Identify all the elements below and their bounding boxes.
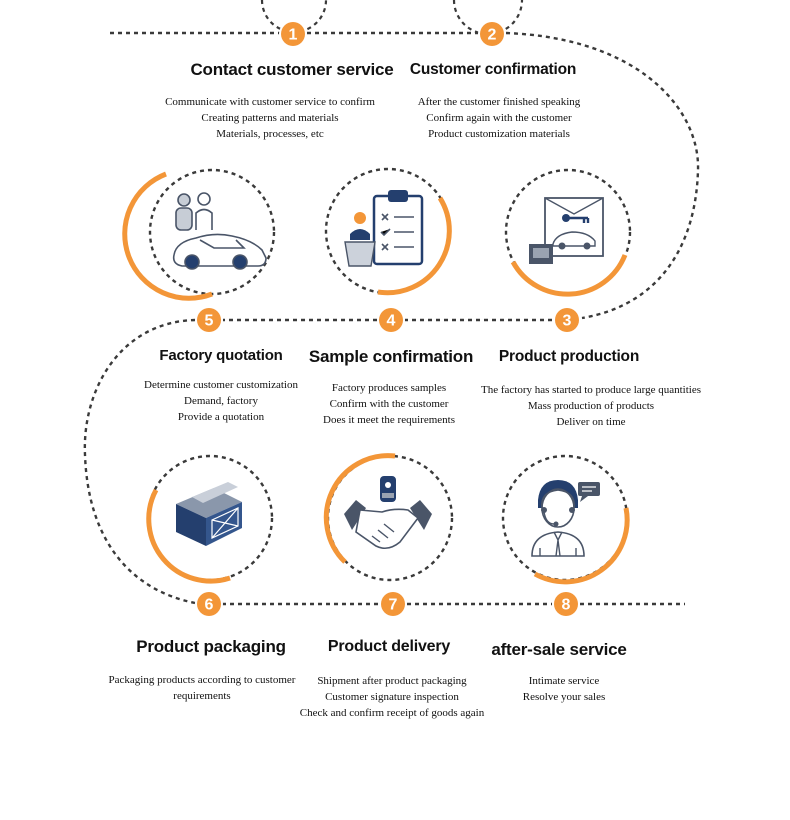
description-line: Shipment after product packaging bbox=[317, 675, 467, 687]
step-description-3: The factory has started to produce large… bbox=[481, 382, 701, 430]
step-badges: 1 2 3 4 5 6 7 8 bbox=[195, 20, 581, 618]
description-line: The factory has started to produce large… bbox=[480, 384, 702, 396]
icon-circle-handshake bbox=[323, 453, 454, 582]
icon-circle-service bbox=[501, 454, 630, 585]
description-line: Packaging products according to customer… bbox=[108, 674, 296, 702]
step-description-6: Packaging products according to customer… bbox=[102, 672, 302, 704]
step-number: 1 bbox=[289, 27, 298, 44]
description-line: Determine customer customization bbox=[144, 379, 298, 391]
step-badge-2: 2 bbox=[478, 20, 506, 48]
description-line: Confirm again with the customer bbox=[426, 112, 572, 124]
description-line: Intimate service bbox=[528, 675, 600, 687]
step-title-1: Contact customer service bbox=[190, 60, 394, 79]
description-line: Product customization materials bbox=[428, 128, 570, 140]
step-title-5: Factory quotation bbox=[159, 347, 283, 364]
description-line: Demand, factory bbox=[184, 395, 258, 407]
step-badge-8: 8 bbox=[552, 590, 580, 618]
description-line: Check and confirm receipt of goods again bbox=[299, 707, 485, 719]
description-line: Resolve your sales bbox=[522, 691, 606, 703]
description-line: Deliver on time bbox=[556, 416, 626, 428]
step-badge-6: 6 bbox=[195, 590, 223, 618]
step-title-8: after-sale service bbox=[491, 640, 627, 659]
description-line: Confirm with the customer bbox=[329, 398, 449, 410]
production-car-key-icon bbox=[529, 197, 604, 264]
contact-service-icon bbox=[172, 192, 267, 270]
step-number: 2 bbox=[488, 27, 497, 44]
icon-circle-checklist bbox=[324, 167, 452, 296]
step-title-6: Product packaging bbox=[136, 637, 286, 656]
step-number: 5 bbox=[205, 313, 214, 330]
description-line: Creating patterns and materials bbox=[201, 112, 339, 124]
description-line: Customer signature inspection bbox=[325, 691, 459, 703]
description-line: After the customer finished speaking bbox=[417, 96, 581, 108]
description-line: Factory produces samples bbox=[331, 382, 447, 394]
step-badge-3: 3 bbox=[553, 306, 581, 334]
confirmation-checklist-icon bbox=[344, 190, 424, 267]
description-line: Does it meet the requirements bbox=[323, 414, 455, 426]
step-title-3: Product production bbox=[498, 348, 640, 365]
icon-circle-production bbox=[504, 168, 632, 297]
description-line: Mass production of products bbox=[527, 400, 655, 412]
icon-circle-contact bbox=[122, 168, 276, 301]
customer-service-agent-icon bbox=[531, 480, 600, 557]
description-line: Provide a quotation bbox=[177, 411, 265, 423]
handshake-icon bbox=[344, 476, 432, 550]
step-description-1: Communicate with customer service to con… bbox=[165, 94, 375, 142]
description-line: Materials, processes, etc bbox=[216, 128, 324, 140]
step-badge-4: 4 bbox=[377, 306, 405, 334]
step-badge-1: 1 bbox=[279, 20, 307, 48]
packaging-box-icon bbox=[176, 482, 242, 546]
icon-circle-packaging bbox=[146, 454, 274, 584]
step-badge-5: 5 bbox=[195, 306, 223, 334]
step-number: 7 bbox=[389, 597, 398, 614]
step-number: 8 bbox=[562, 597, 571, 614]
step-title-4: Sample confirmation bbox=[308, 347, 474, 366]
flow-connector-path bbox=[83, 31, 700, 606]
step-number: 3 bbox=[563, 313, 572, 330]
step-number: 4 bbox=[387, 313, 396, 330]
step-title-2: Customer confirmation bbox=[409, 61, 577, 78]
step-badge-7: 7 bbox=[379, 590, 407, 618]
step-title-7: Product delivery bbox=[327, 638, 451, 655]
step-number: 6 bbox=[205, 597, 214, 614]
description-line: Communicate with customer service to con… bbox=[165, 96, 375, 108]
